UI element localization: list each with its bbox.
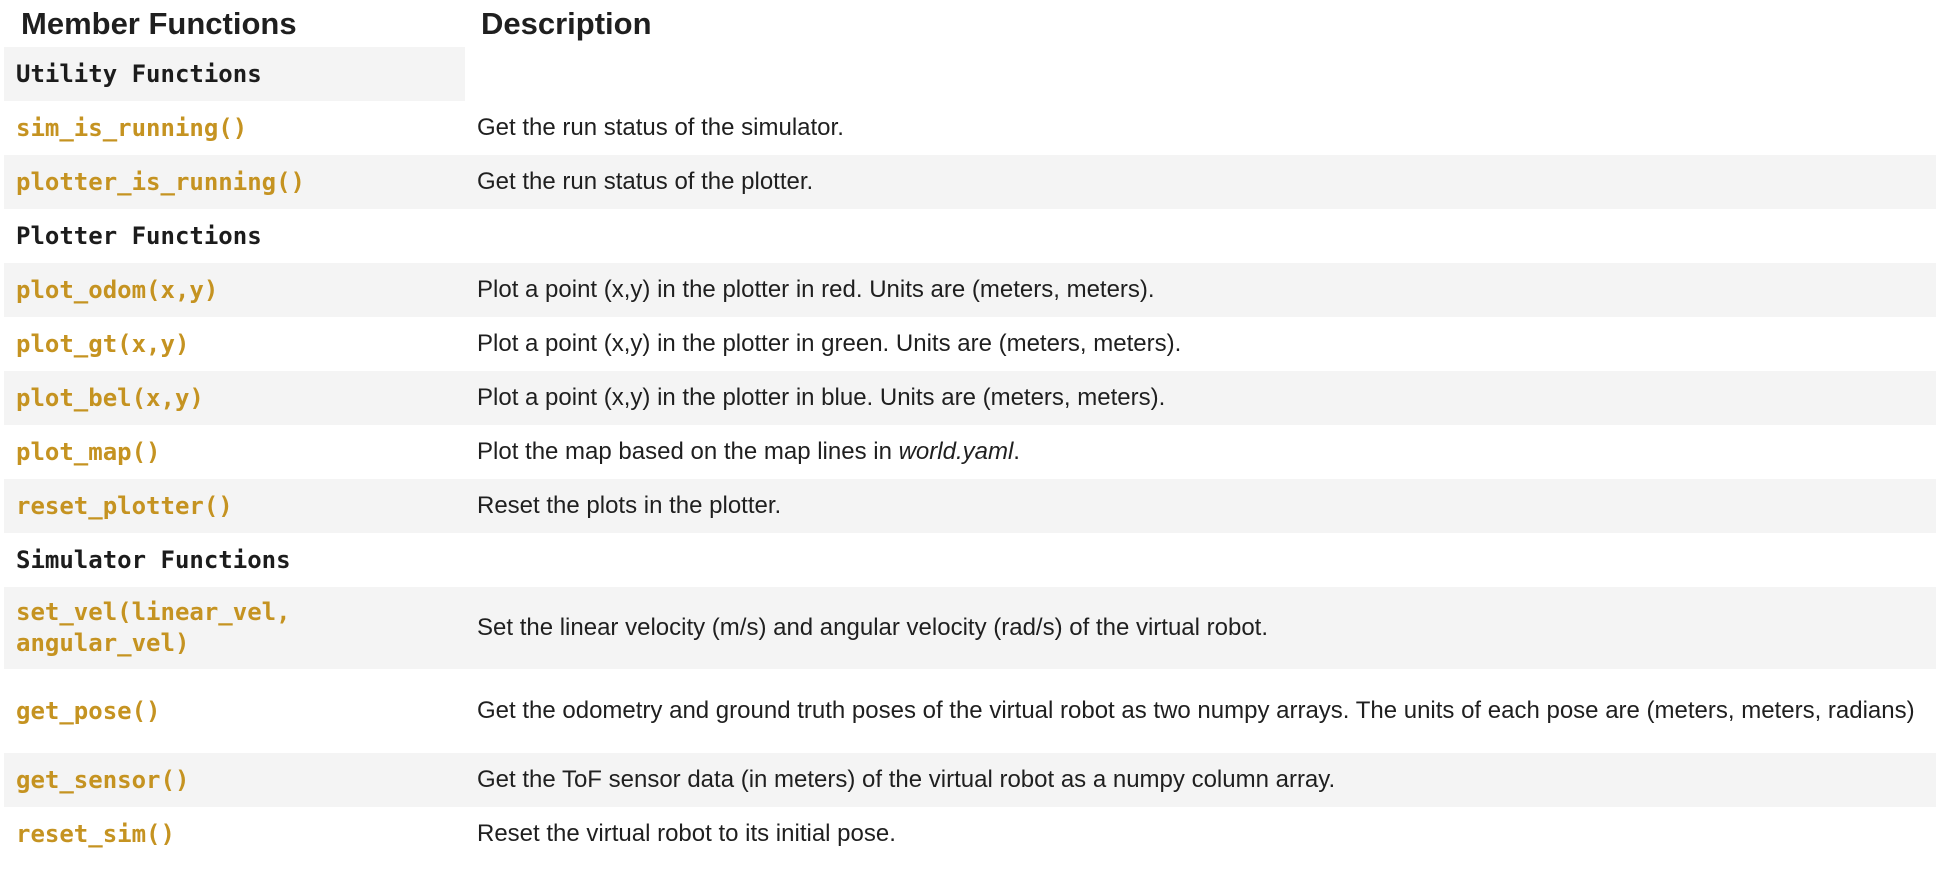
table-row: plot_bel(x,y) Plot a point (x,y) in the … xyxy=(4,371,1936,425)
section-label-plotter: Plotter Functions xyxy=(16,221,262,250)
function-cell: reset_plotter() xyxy=(4,479,465,533)
function-name: plot_bel(x,y) xyxy=(16,383,204,412)
section-cell: Utility Functions xyxy=(4,47,465,101)
section-row-simulator: Simulator Functions xyxy=(4,533,1936,587)
member-functions-table: Member Functions Description Utility Fun… xyxy=(4,0,1936,861)
section-empty-cell xyxy=(465,47,1936,101)
table-row: plot_gt(x,y) Plot a point (x,y) in the p… xyxy=(4,317,1936,371)
function-cell: sim_is_running() xyxy=(4,101,465,155)
table-row: reset_plotter() Reset the plots in the p… xyxy=(4,479,1936,533)
section-label-utility: Utility Functions xyxy=(16,59,262,88)
description-text: Plot the map based on the map lines in xyxy=(477,438,899,465)
description-cell: Reset the virtual robot to its initial p… xyxy=(477,820,896,847)
table-row: set_vel(linear_vel, angular_vel) Set the … xyxy=(4,587,1936,669)
function-name: plot_odom(x,y) xyxy=(16,275,219,304)
description-cell: Plot a point (x,y) in the plotter in gre… xyxy=(477,330,1182,357)
function-cell: plot_gt(x,y) xyxy=(4,317,465,371)
table-row: plot_odom(x,y) Plot a point (x,y) in the… xyxy=(4,263,1936,317)
section-row-utility: Utility Functions xyxy=(4,47,1936,101)
table-row: sim_is_running() Get the run status of t… xyxy=(4,101,1936,155)
function-cell: plot_odom(x,y) xyxy=(4,263,465,317)
section-empty-cell xyxy=(465,533,1936,587)
function-name: reset_plotter() xyxy=(16,491,233,520)
function-cell: set_vel(linear_vel, angular_vel) xyxy=(4,587,465,669)
function-cell: get_pose() xyxy=(4,669,465,753)
description-cell: Get the run status of the plotter. xyxy=(465,155,1936,209)
member-functions-header: Member Functions xyxy=(4,0,465,47)
table-row: get_sensor() Get the ToF sensor data (in… xyxy=(4,753,1936,807)
description-text-end: . xyxy=(1013,438,1020,465)
function-name: plot_map() xyxy=(16,437,161,466)
table-header: Member Functions Description xyxy=(4,0,1936,47)
function-cell: reset_sim() xyxy=(4,807,465,861)
function-name: get_sensor() xyxy=(16,765,190,794)
function-name: get_pose() xyxy=(16,696,161,725)
description-cell: Plot the map based on the map lines in w… xyxy=(465,425,1936,479)
table-row: reset_sim() Reset the virtual robot to i… xyxy=(4,807,1936,861)
table-body: Utility Functions sim_is_running() Get t… xyxy=(4,47,1936,861)
table-row: plot_map() Plot the map based on the map… xyxy=(4,425,1936,479)
description-cell: Get the run status of the simulator. xyxy=(477,114,844,141)
function-cell: get_sensor() xyxy=(4,753,465,807)
function-name-continued: angular_vel) xyxy=(16,629,190,657)
section-cell: Plotter Functions xyxy=(4,209,465,263)
description-cell: Get the odometry and ground truth poses … xyxy=(477,697,1915,724)
section-cell: Simulator Functions xyxy=(4,533,465,587)
function-name: plotter_is_running() xyxy=(16,167,305,196)
filename-emphasis: world.yaml xyxy=(898,438,1014,465)
function-name: set_vel(linear_vel, xyxy=(16,598,291,626)
section-row-plotter: Plotter Functions xyxy=(4,209,1936,263)
description-cell: Plot a point (x,y) in the plotter in red… xyxy=(465,263,1936,317)
description-header: Description xyxy=(465,0,1936,47)
section-empty-cell xyxy=(465,209,1936,263)
description-cell: Get the ToF sensor data (in meters) of t… xyxy=(465,753,1936,807)
table-row: get_pose() Get the odometry and ground t… xyxy=(4,669,1936,753)
table-row: plotter_is_running() Get the run status … xyxy=(4,155,1936,209)
description-cell: Reset the plots in the plotter. xyxy=(465,479,1936,533)
function-name: reset_sim() xyxy=(16,819,175,848)
function-name: sim_is_running() xyxy=(16,113,248,142)
header-row: Member Functions Description xyxy=(4,0,1936,47)
function-cell: plotter_is_running() xyxy=(4,155,465,209)
section-label-simulator: Simulator Functions xyxy=(16,545,291,574)
function-cell: plot_map() xyxy=(4,425,465,479)
description-cell: Plot a point (x,y) in the plotter in blu… xyxy=(465,371,1936,425)
function-cell: plot_bel(x,y) xyxy=(4,371,465,425)
description-cell: Set the linear velocity (m/s) and angula… xyxy=(465,587,1936,669)
function-name: plot_gt(x,y) xyxy=(16,329,190,358)
